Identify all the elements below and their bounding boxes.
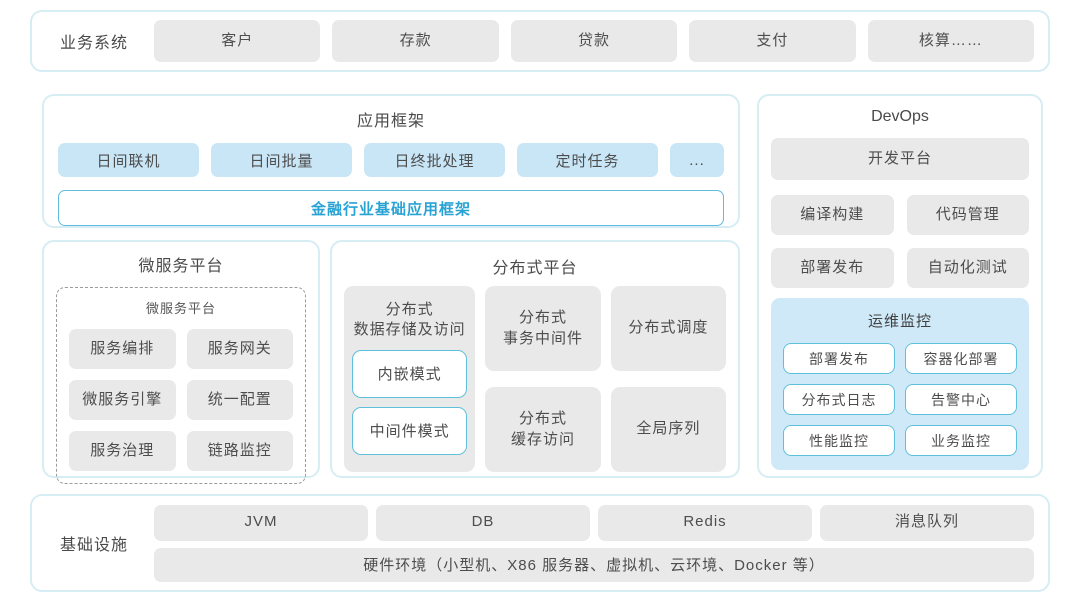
devops-dev-platform: 开发平台 (771, 138, 1029, 180)
devops-title: DevOps (871, 108, 929, 125)
ms-item-orchestration: 服务编排 (69, 329, 176, 369)
business-item-accounting: 核算…… (867, 20, 1035, 62)
infrastructure-row: JVM DB Redis 消息队列 (154, 504, 1034, 541)
ops-item-container-deploy: 容器化部署 (905, 343, 1017, 374)
ops-item-biz-monitoring: 业务监控 (905, 425, 1017, 456)
ms-item-tracing: 链路监控 (186, 431, 293, 471)
infra-hardware-box: 硬件环境（小型机、X86 服务器、虚拟机、云环境、Docker 等） (154, 547, 1034, 582)
app-framework-panel: 应用框架 日间联机 日间批量 日终批处理 定时任务 ... 金融行业基础应用框架 (42, 94, 740, 228)
app-framework-row: 日间联机 日间批量 日终批处理 定时任务 ... (44, 143, 738, 177)
business-item-deposit: 存款 (332, 20, 499, 62)
business-item-customer: 客户 (154, 20, 321, 62)
ops-item-alert-center: 告警中心 (905, 384, 1017, 415)
distributed-storage-box: 分布式 数据存储及访问 内嵌模式 中间件模式 (344, 286, 476, 472)
ms-item-governance: 服务治理 (69, 431, 176, 471)
base-framework-box: 金融行业基础应用框架 (58, 190, 724, 226)
microservice-inner-box: 微服务平台 服务编排 服务网关 微服务引擎 统一配置 服务治理 链路监控 (56, 287, 306, 484)
app-framework-title: 应用框架 (356, 113, 425, 130)
af-item-more: ... (670, 143, 724, 177)
devops-panel: DevOps 开发平台 编译构建 代码管理 部署发布 自动化测试 运维监控 部署… (757, 94, 1043, 478)
infrastructure-bar: 基础设施 JVM DB Redis 消息队列 硬件环境（小型机、X86 服务器、… (30, 494, 1050, 592)
distributed-body: 分布式 数据存储及访问 内嵌模式 中间件模式 分布式 事务中间件 分布式 缓存访… (332, 278, 738, 472)
devops-grid: 编译构建 代码管理 部署发布 自动化测试 (771, 195, 1029, 288)
dist-item-scheduling: 分布式调度 (610, 286, 726, 371)
infrastructure-label: 基础设施 (59, 537, 128, 554)
microservice-inner-title: 微服务平台 (145, 301, 216, 316)
devops-item-auto-test: 自动化测试 (906, 248, 1029, 288)
af-item-scheduled-task: 定时任务 (517, 143, 658, 177)
business-item-payment: 支付 (689, 20, 856, 62)
storage-mode-middleware: 中间件模式 (352, 406, 468, 455)
ms-item-config: 统一配置 (186, 380, 293, 420)
microservice-panel: 微服务平台 微服务平台 服务编排 服务网关 微服务引擎 统一配置 服务治理 链路… (42, 240, 320, 484)
infra-item-jvm: JVM (154, 504, 368, 541)
devops-item-code-mgmt: 代码管理 (906, 195, 1029, 235)
infra-item-redis: Redis (598, 504, 812, 541)
microservice-title: 微服务平台 (138, 258, 224, 275)
business-systems-bar: 业务系统 客户 存款 贷款 支付 核算…… (30, 10, 1050, 72)
dist-item-transaction-middleware: 分布式 事务中间件 (485, 286, 601, 371)
distributed-storage-title: 分布式 数据存储及访问 (353, 301, 466, 339)
dist-item-global-sequence: 全局序列 (610, 387, 726, 472)
ms-item-engine: 微服务引擎 (69, 380, 176, 420)
infrastructure-content: JVM DB Redis 消息队列 硬件环境（小型机、X86 服务器、虚拟机、云… (154, 504, 1034, 582)
af-item-daytime-online: 日间联机 (58, 143, 199, 177)
distributed-col-2: 分布式 事务中间件 分布式 缓存访问 (485, 286, 601, 472)
storage-mode-embedded: 内嵌模式 (352, 349, 468, 398)
ops-item-distributed-log: 分布式日志 (783, 384, 895, 415)
ms-item-gateway: 服务网关 (186, 329, 293, 369)
af-item-daytime-batch: 日间批量 (211, 143, 352, 177)
microservice-grid: 服务编排 服务网关 微服务引擎 统一配置 服务治理 链路监控 (69, 329, 293, 471)
af-item-eod-batch: 日终批处理 (364, 143, 505, 177)
ops-monitoring-title: 运维监控 (867, 313, 932, 330)
ops-monitoring-grid: 部署发布 容器化部署 分布式日志 告警中心 性能监控 业务监控 (783, 343, 1017, 456)
infra-item-mq: 消息队列 (820, 504, 1034, 541)
devops-item-deploy: 部署发布 (771, 248, 894, 288)
distributed-col-3: 分布式调度 全局序列 (610, 286, 726, 472)
ops-monitoring-panel: 运维监控 部署发布 容器化部署 分布式日志 告警中心 性能监控 业务监控 (771, 298, 1029, 470)
ops-item-perf-monitoring: 性能监控 (783, 425, 895, 456)
business-systems-label: 业务系统 (59, 35, 128, 52)
ops-item-deploy-release: 部署发布 (783, 343, 895, 374)
dist-item-cache-access: 分布式 缓存访问 (485, 387, 601, 472)
distributed-title: 分布式平台 (492, 260, 578, 277)
business-item-loan: 贷款 (510, 20, 678, 62)
infra-item-db: DB (376, 504, 590, 541)
devops-item-build: 编译构建 (771, 195, 894, 235)
distributed-panel: 分布式平台 分布式 数据存储及访问 内嵌模式 中间件模式 分布式 事务中间件 分… (330, 240, 740, 478)
